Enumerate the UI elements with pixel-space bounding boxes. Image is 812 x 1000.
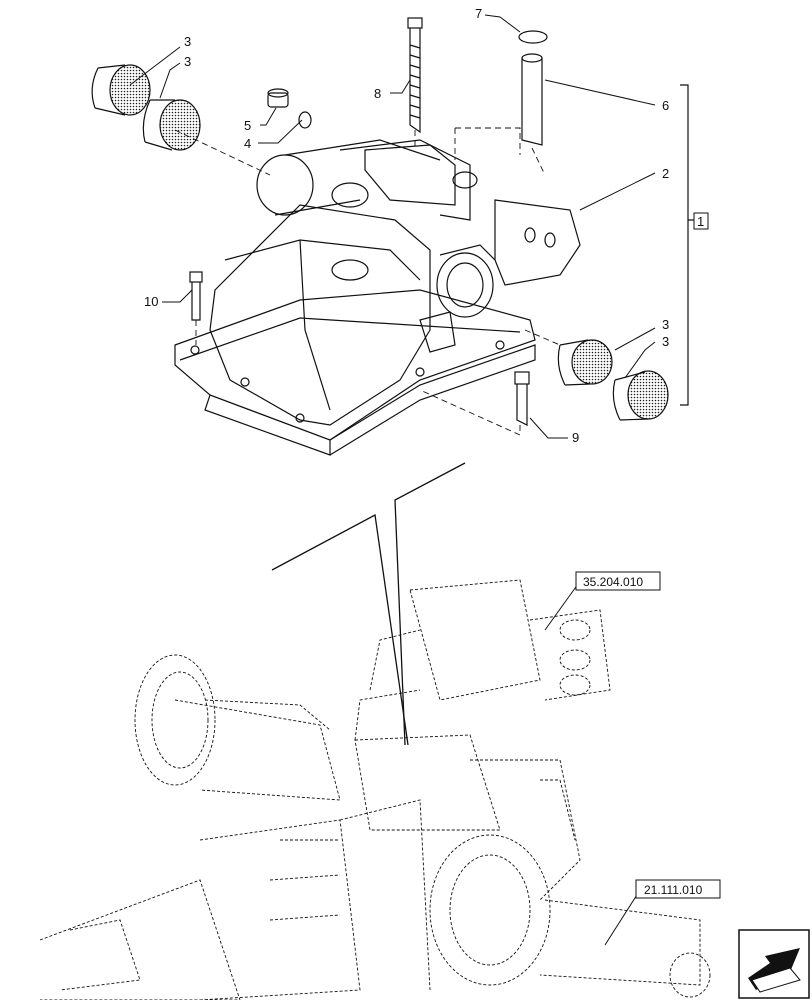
plug xyxy=(267,88,289,108)
callout-3-b: 3 xyxy=(184,54,191,69)
ref-axle[interactable]: 21.111.010 xyxy=(604,879,721,946)
assembly-lines xyxy=(174,127,561,436)
bushing-upper-left-1 xyxy=(91,64,151,116)
direction-arrow-icon[interactable] xyxy=(738,929,810,999)
ref-hydraulic[interactable]: 35.204.010 xyxy=(544,571,661,631)
callout-2: 2 xyxy=(662,166,669,181)
callout-1-box: 1 xyxy=(693,212,709,230)
tube xyxy=(521,53,543,146)
callout-5: 5 xyxy=(244,118,251,133)
location-pointer xyxy=(271,462,466,746)
callout-10: 10 xyxy=(144,294,158,309)
callout-6: 6 xyxy=(662,98,669,113)
short-bolt-left xyxy=(189,271,203,321)
callout-8: 8 xyxy=(374,86,381,101)
callout-3-c: 3 xyxy=(662,317,669,332)
lift-cover-housing xyxy=(174,139,581,456)
callout-4: 4 xyxy=(244,136,251,151)
tractor-overview xyxy=(39,579,711,1000)
bushing-lower-right-1 xyxy=(557,339,613,386)
callout-3-d: 3 xyxy=(662,334,669,349)
ref-axle-label: 21.111.010 xyxy=(644,883,703,897)
bushing-upper-left-2 xyxy=(142,99,201,151)
ref-hydraulic-label: 35.204.010 xyxy=(583,575,643,589)
callout-1: 1 xyxy=(697,214,704,229)
o-ring-top xyxy=(518,30,548,44)
group-bracket xyxy=(680,84,694,406)
long-bolt xyxy=(407,17,423,134)
callout-3-a: 3 xyxy=(184,34,191,49)
callout-9: 9 xyxy=(572,430,579,445)
short-bolt-right xyxy=(514,371,530,426)
bushing-lower-right-2 xyxy=(612,370,669,421)
callout-7: 7 xyxy=(475,6,482,21)
o-ring-small xyxy=(298,111,312,129)
leader-lines xyxy=(129,14,656,439)
